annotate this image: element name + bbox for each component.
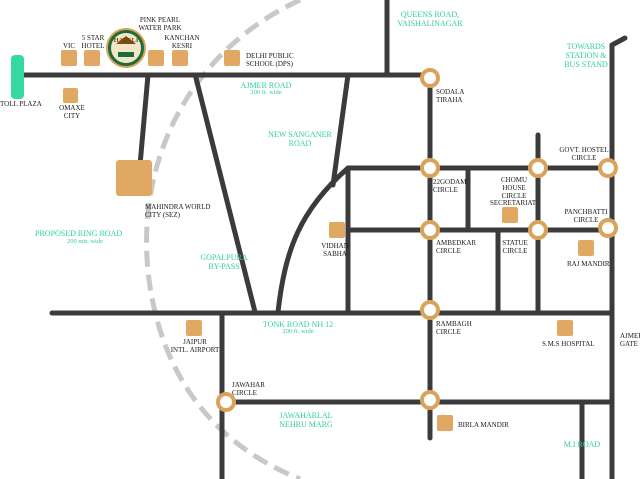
label-pink-pearl: PINK PEARL WATER PARK xyxy=(138,16,182,32)
birla-mandir-marker xyxy=(437,415,453,431)
haveli-logo-icon xyxy=(106,28,146,68)
station-top-link xyxy=(609,35,628,48)
sms-hospital-marker xyxy=(557,320,573,336)
label-vidhan-sabha: VIDHAN SABHA xyxy=(321,242,349,258)
label-birla-mandir: BIRLA MANDIR xyxy=(458,421,509,429)
landmarks xyxy=(61,50,594,431)
project-logo-name: HAVELI xyxy=(113,37,139,44)
label-jawahar-circle: JAWAHAR CIRCLE xyxy=(232,381,265,397)
new-sanganer-road xyxy=(275,165,351,315)
junctions xyxy=(216,68,618,412)
omaxe-marker xyxy=(63,88,78,103)
road-towards-station: TOWARDS STATION & BUS STAND xyxy=(564,42,608,69)
road-tonk-road: TONK ROAD NH 12 xyxy=(262,320,334,329)
jawahar-circle-node xyxy=(216,392,236,412)
label-ajmeri-gate: AJMERI GATE xyxy=(620,332,640,348)
label-toll-plaza: TOLL PLAZA xyxy=(0,100,42,108)
panchbatti-circle-node xyxy=(598,218,618,238)
vic-marker xyxy=(61,50,77,66)
road-queens-road: QUEENS ROAD, VAISHALINAGAR xyxy=(397,10,463,28)
label-raj-mandir: RAJ MANDIR xyxy=(567,260,610,268)
road-ajmer-road: AJMER ROAD xyxy=(240,81,292,90)
pink-pearl-marker xyxy=(148,50,164,66)
label-statue-circle: STATUE CIRCLE xyxy=(502,239,528,255)
toll-plaza-marker xyxy=(11,55,24,99)
sodala-tiraha-node xyxy=(420,68,440,88)
proposed-ring-road xyxy=(144,0,302,479)
label-sms-hospital: S.M.S HOSPITAL xyxy=(542,340,595,348)
mahindra-link xyxy=(137,72,151,168)
label-jaipur-airport: JAIPUR INTL. AIRPORT xyxy=(170,338,220,354)
label-ambedkar-circle: AMBEDKAR CIRCLE xyxy=(436,239,477,255)
road-ajmer-road-width: 200 ft. wide xyxy=(250,89,282,96)
label-vic: VIC xyxy=(62,42,76,50)
label-mahindra-world-city: MAHINDRA WORLD CITY (SEZ) xyxy=(145,203,211,219)
label-godam-circle: 22GODAM CIRCLE xyxy=(433,178,467,194)
label-omaxe-city: OMAXE CITY xyxy=(59,104,85,120)
label-sodala-tiraha: SODALA TIRAHA xyxy=(436,88,465,104)
road-tonk-road-width: 200 ft. wide xyxy=(282,328,314,335)
kanchan-kesri-marker xyxy=(172,50,188,66)
rambagh-circle-node xyxy=(420,300,440,320)
mahindra-world-city-marker xyxy=(116,160,152,196)
road-ring-road: PROPOSED RING ROAD xyxy=(35,229,123,238)
godam-circle-node xyxy=(420,158,440,178)
road-network xyxy=(11,0,628,479)
label-rambagh-circle: RAMBAGH CIRCLE xyxy=(436,320,472,336)
secretariat-marker xyxy=(502,207,518,223)
road-ring-road-width: 200 mtr. wide xyxy=(67,238,103,245)
road-mi-road: M.I ROAD xyxy=(563,440,601,449)
statue-circle-node xyxy=(528,220,548,240)
label-secretariat: SECRETARIAT xyxy=(490,199,537,207)
ambedkar-circle-node xyxy=(420,220,440,240)
govt-hostel-node xyxy=(598,158,618,178)
airport-marker xyxy=(186,320,202,336)
birla-junction-node xyxy=(420,390,440,410)
vidhan-sabha-marker xyxy=(329,222,345,238)
label-dps: DELHI PUBLIC SCHOOL (DPS) xyxy=(246,52,294,68)
road-new-sanganer: NEW SANGANER ROAD xyxy=(268,130,332,148)
raj-mandir-marker xyxy=(578,240,594,256)
road-jln-marg: JAWAHARLAL NEHRU MARG xyxy=(279,411,333,429)
chomu-house-node xyxy=(528,158,548,178)
gopalpura-bypass xyxy=(193,75,258,315)
label-govt-hostel: GOVT. HOSTEL CIRCLE xyxy=(559,146,609,162)
road-gopalpura: GOPALPURA BY-PASS xyxy=(200,253,248,271)
five-star-hotel-marker xyxy=(84,50,100,66)
label-panchbatti-circle: PANCHBATTI CIRCLE xyxy=(564,208,608,224)
label-five-star-hotel: 5 STAR HOTEL xyxy=(81,34,105,50)
label-kanchan-kesri: KANCHAN KESRI xyxy=(164,34,200,50)
dps-marker xyxy=(224,50,240,66)
label-chomu-house: CHOMU HOUSE CIRCLE xyxy=(500,176,528,200)
new-sanganer-connector xyxy=(330,72,351,188)
